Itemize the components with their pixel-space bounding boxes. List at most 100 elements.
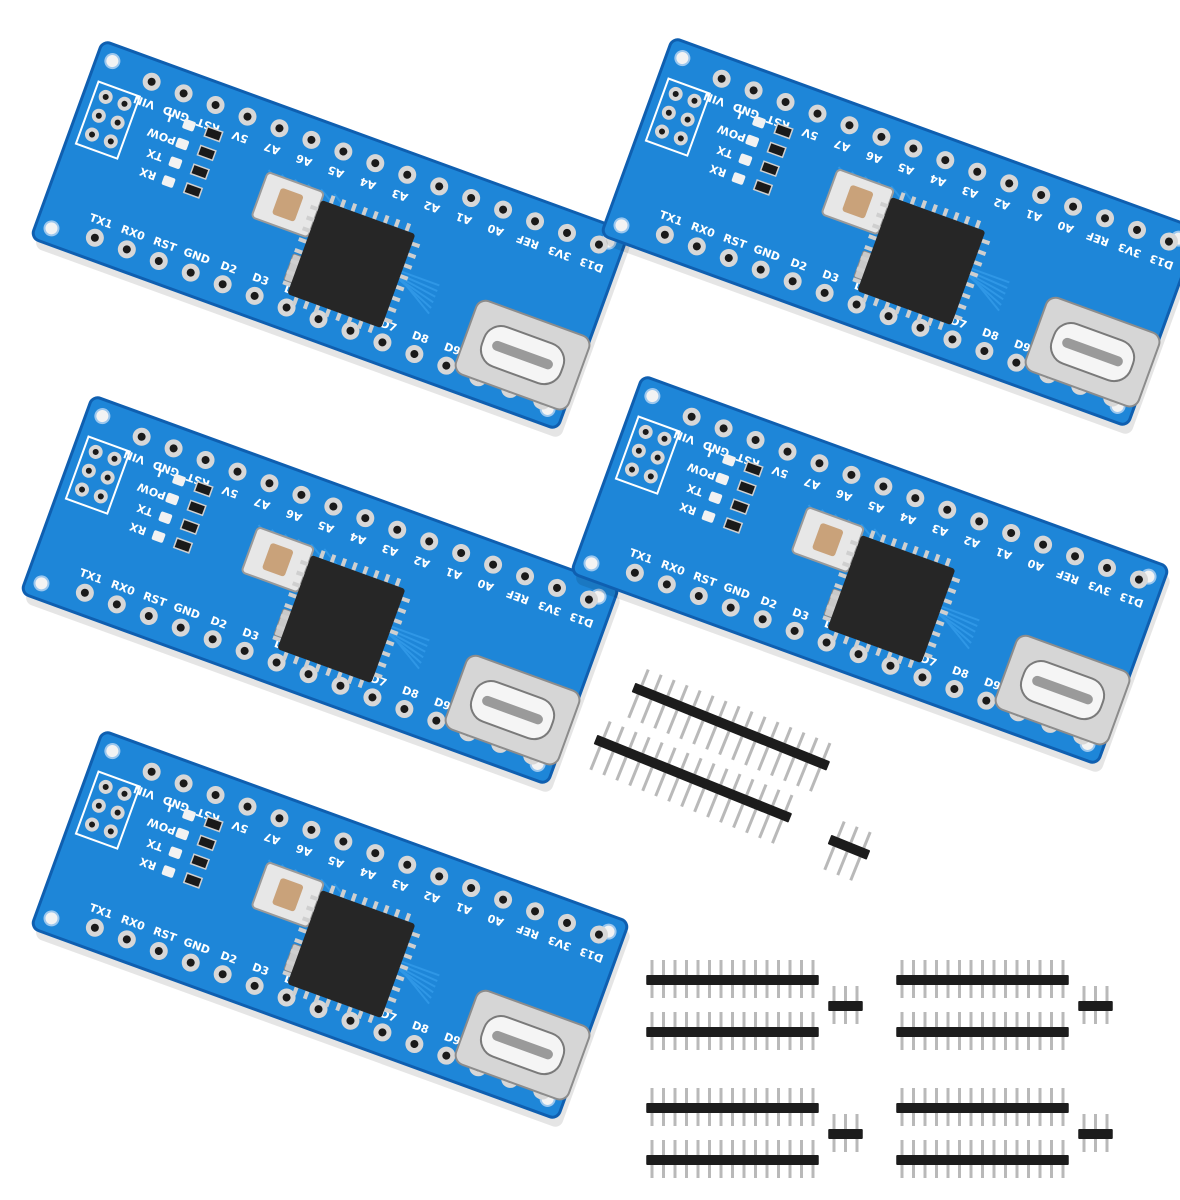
resistor	[766, 141, 787, 159]
icsp-hole	[654, 454, 661, 461]
led-label: TX	[685, 481, 705, 499]
microcontroller-chip	[828, 535, 955, 663]
pin-hole	[1007, 529, 1016, 538]
pin-hole	[154, 257, 163, 266]
chip-pin	[935, 619, 945, 627]
pin-hole	[371, 849, 380, 858]
usb-c-tongue	[1062, 337, 1123, 367]
chip-pin	[395, 284, 405, 292]
bottom-pin-label: D8	[980, 326, 1000, 344]
pin-hole	[304, 670, 313, 679]
resistor	[182, 872, 204, 889]
bottom-pin-label: D2	[219, 259, 239, 277]
pin-hole	[435, 182, 444, 191]
chip-pin	[403, 263, 413, 270]
chip-pin	[329, 554, 337, 564]
chip-pin	[397, 607, 407, 614]
pin-hole	[147, 767, 156, 776]
bottom-pin-label: D8	[410, 329, 430, 347]
chip-pin	[325, 667, 332, 677]
pin-hole	[982, 696, 991, 705]
bottom-pin-label: D9	[1012, 337, 1032, 355]
nano-board: VINTX1GNDRX0RSTRST5VGNDA7D2A6D3A5D4A4D5A…	[571, 376, 1170, 772]
header-plastic	[646, 975, 819, 985]
bottom-pin-label: D9	[442, 1030, 462, 1048]
chip-pin	[294, 247, 303, 255]
pin-hole	[499, 895, 508, 904]
pin-hole	[719, 424, 728, 433]
pin-hole	[975, 517, 984, 526]
pin-hole	[176, 623, 185, 632]
bottom-pin-label: D3	[250, 960, 270, 978]
pin-header-strip	[646, 960, 819, 998]
chip-pin	[411, 241, 421, 249]
chip-pin	[305, 215, 315, 223]
pin-hole	[307, 135, 316, 144]
chip-pin	[883, 301, 891, 311]
icsp-hole	[102, 93, 109, 100]
pin-hole	[783, 447, 792, 456]
chip-pin	[394, 577, 402, 587]
led-label: RX	[137, 164, 158, 182]
pin-hole	[371, 159, 380, 168]
resistor	[189, 853, 211, 871]
pin-hole	[820, 288, 829, 297]
pin-hole	[112, 600, 121, 609]
top-pin-label: A0	[1056, 218, 1076, 236]
pin-hole	[80, 588, 89, 597]
chip-pin	[282, 970, 292, 977]
pin-hole	[314, 315, 323, 324]
pin-hole	[877, 132, 886, 141]
nano-board: VINTX1GNDRX0RSTRST5VGNDA7D2A6D3A5D4A4D5A…	[601, 38, 1180, 434]
resistor	[759, 160, 781, 178]
chip-pin	[328, 195, 336, 205]
pin-hole	[329, 502, 338, 511]
resistor	[729, 498, 751, 516]
chip-pin	[901, 541, 908, 551]
chip-pin	[868, 234, 877, 241]
top-pin-label: A4	[348, 529, 368, 547]
pin-hole	[137, 432, 146, 441]
icsp-hole	[89, 821, 96, 828]
chip-pin	[856, 266, 866, 274]
chip-pin	[361, 896, 368, 906]
top-pin-label: A3	[380, 541, 400, 559]
pin-hole	[943, 505, 952, 514]
chip-pin	[309, 894, 319, 902]
icsp-hole	[672, 90, 679, 97]
chip-pin	[328, 885, 336, 895]
chip-pin	[926, 317, 934, 327]
top-pin-label: A4	[928, 171, 948, 189]
pin-hole	[403, 860, 412, 869]
top-pin-label: A7	[832, 137, 852, 155]
microcontroller-chip	[858, 197, 985, 325]
icsp-hole	[684, 116, 691, 123]
pin-hole	[218, 280, 227, 289]
pin-hole	[1102, 563, 1111, 572]
top-pin-label: A7	[252, 495, 272, 513]
pin-hole	[265, 479, 274, 488]
header-plastic	[646, 1027, 819, 1037]
chip-pin	[951, 576, 961, 584]
chip-pin	[387, 306, 397, 314]
led	[731, 172, 746, 185]
top-pin-label: A3	[930, 521, 950, 539]
pin-hole	[1012, 358, 1021, 367]
icsp-hole	[642, 428, 649, 435]
chip-pin	[381, 650, 391, 658]
icsp-outline	[64, 435, 132, 515]
chip-pin	[871, 223, 881, 230]
chip-pin	[868, 530, 876, 540]
icsp-hole	[85, 467, 92, 474]
chip-pin	[872, 297, 880, 307]
pin-hole	[179, 89, 188, 98]
top-pin-label: A7	[262, 140, 282, 158]
pin-hole	[662, 580, 671, 589]
pin-header-strip	[646, 1140, 819, 1178]
pin-hole	[336, 681, 345, 690]
pin-hole	[692, 242, 701, 251]
chip-pin	[302, 300, 310, 310]
top-pin-label: 5V	[770, 463, 790, 481]
mount-hole	[583, 555, 600, 572]
